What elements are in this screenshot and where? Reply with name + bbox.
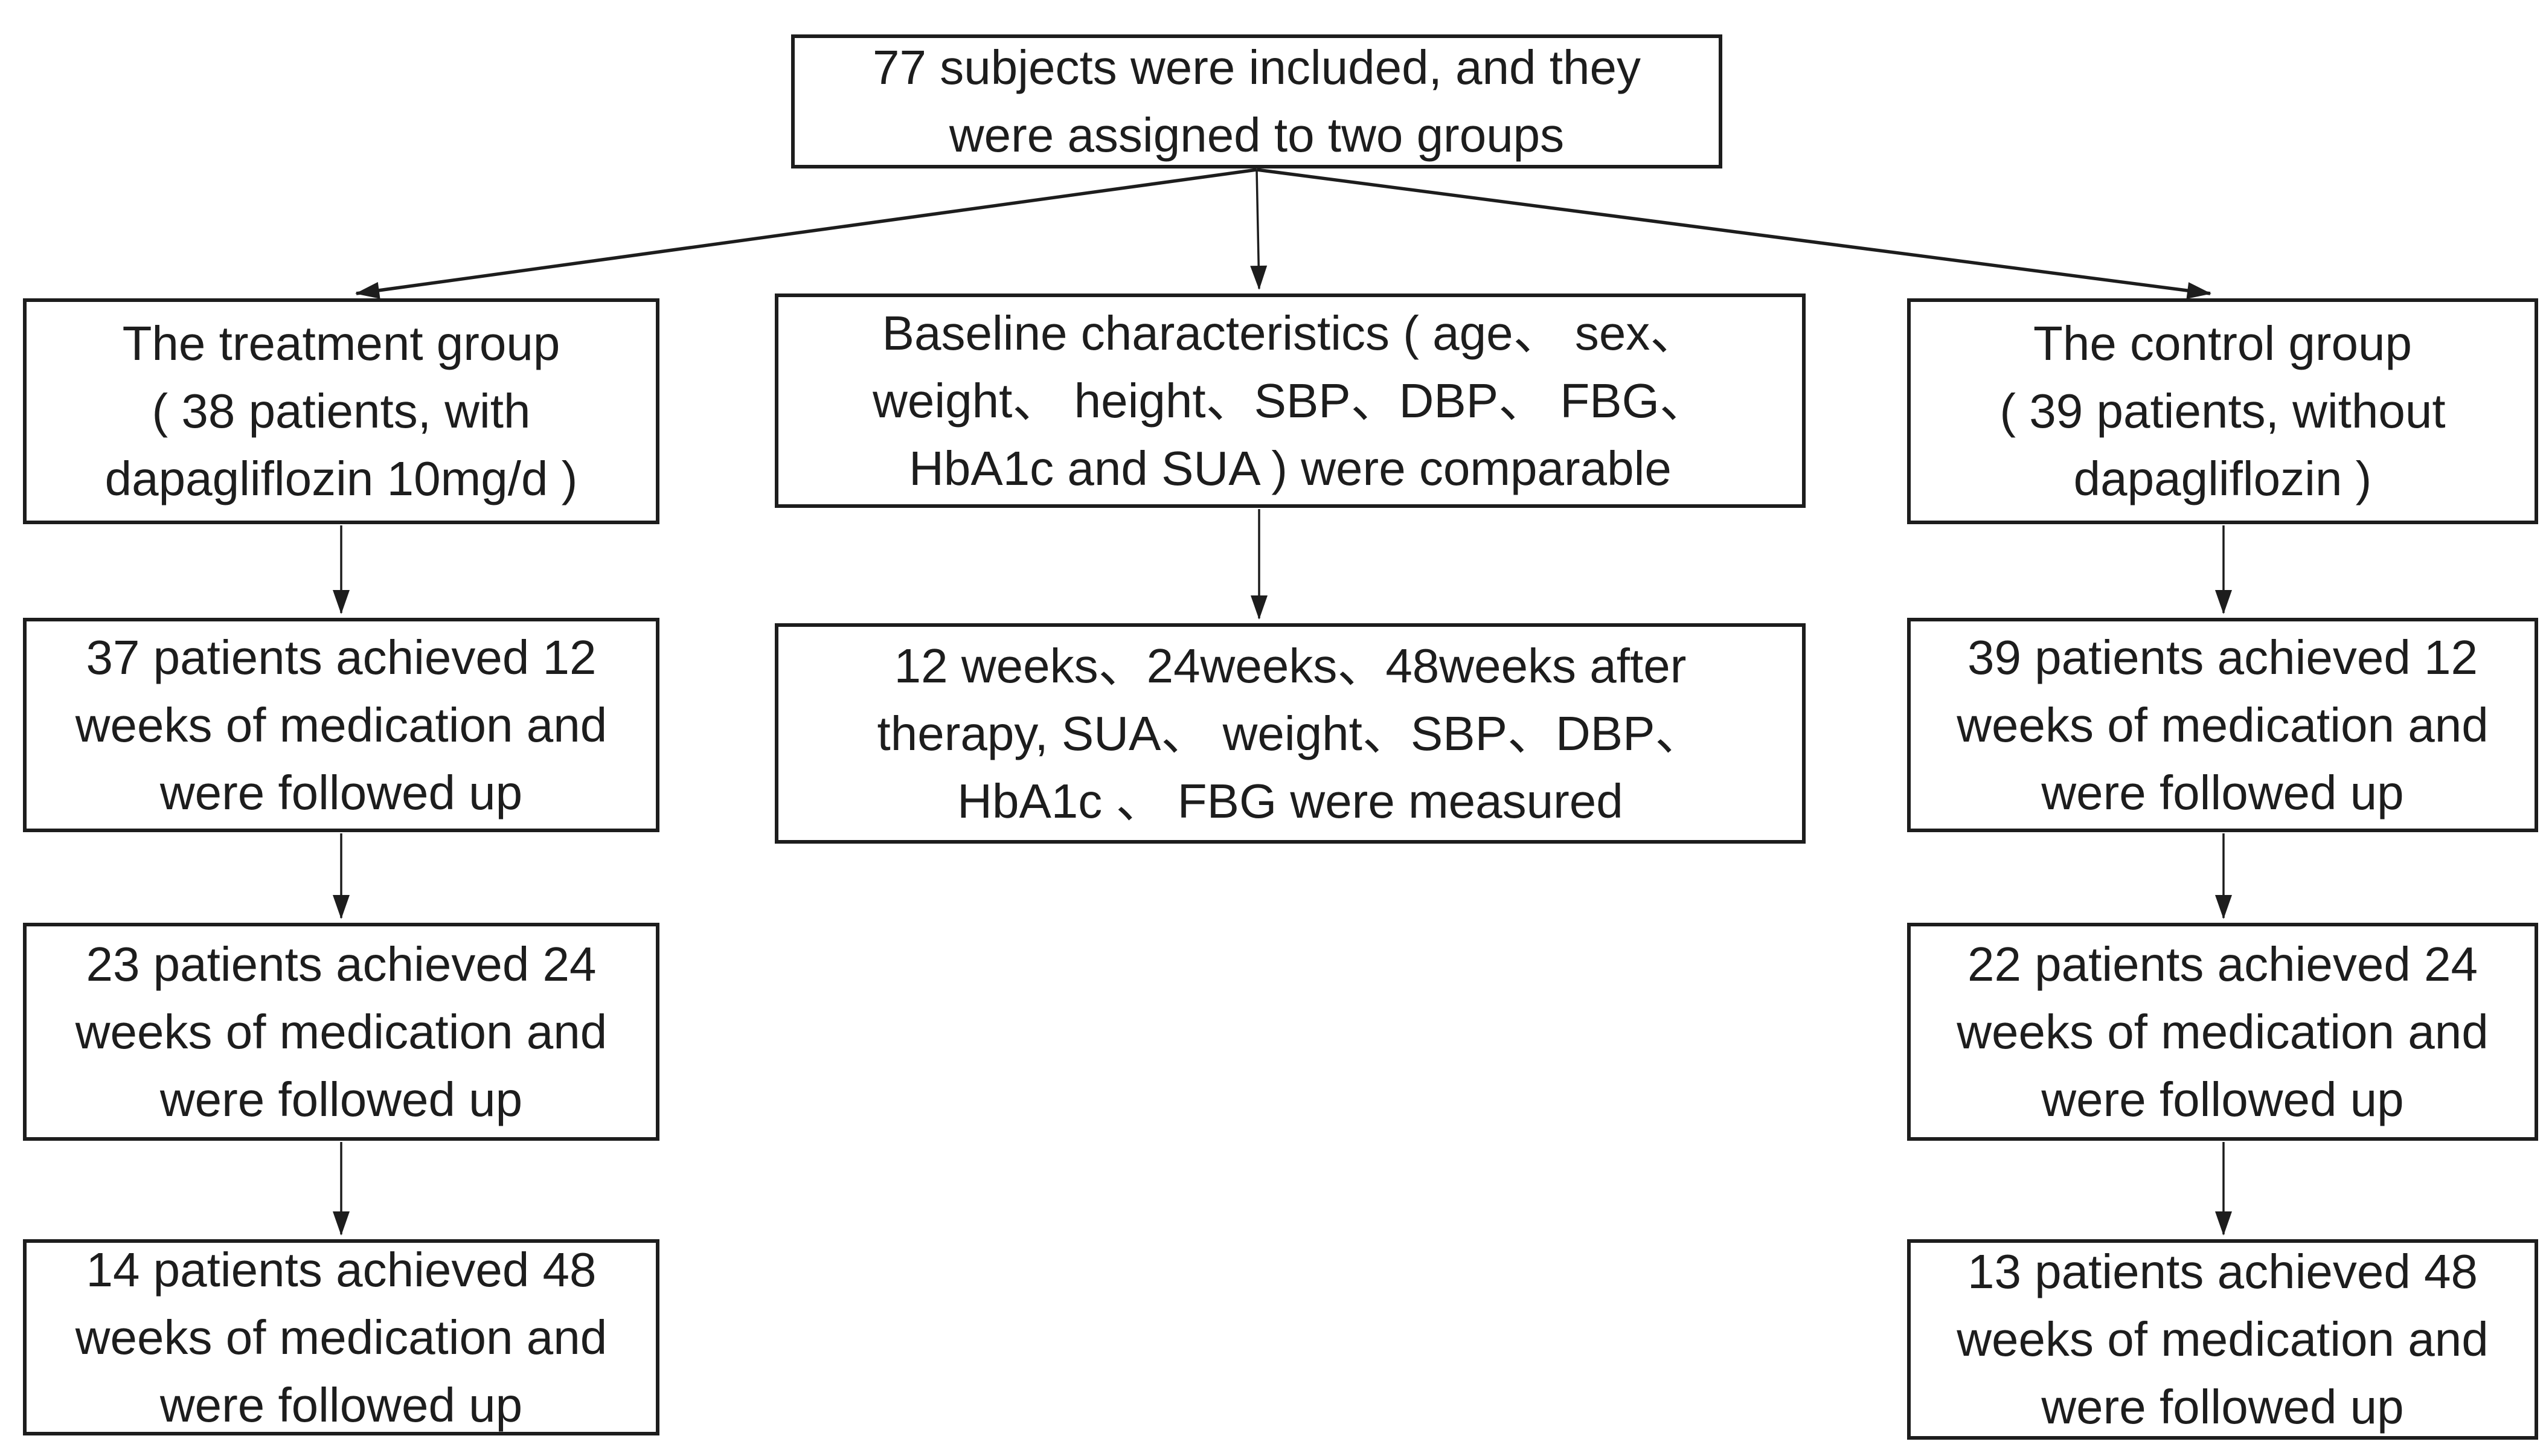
arrow-top-to-control (1256, 168, 2211, 299)
node-treatment-week48: 14 patients achieved 48 weeks of medicat… (23, 1239, 659, 1435)
node-subjects-included: 77 subjects were included, and they were… (791, 34, 1722, 168)
node-control-week48: 13 patients achieved 48 weeks of medicat… (1907, 1239, 2538, 1440)
arrow-top-to-baseline (1250, 169, 1268, 290)
node-measurements: 12 weeks、24weeks、48weeks after therapy, … (775, 623, 1806, 844)
arrow-top-to-treatment (355, 168, 1257, 299)
node-control-week24: 22 patients achieved 24 weeks of medicat… (1907, 923, 2538, 1141)
node-control-group: The control group ( 39 patients, without… (1907, 298, 2538, 524)
node-treatment-group: The treatment group ( 38 patients, with … (23, 298, 659, 524)
node-baseline-characteristics: Baseline characteristics ( age、 sex、 wei… (775, 293, 1806, 508)
node-control-week12: 39 patients achieved 12 weeks of medicat… (1907, 618, 2538, 832)
node-treatment-week24: 23 patients achieved 24 weeks of medicat… (23, 923, 659, 1141)
node-treatment-week12: 37 patients achieved 12 weeks of medicat… (23, 618, 659, 832)
